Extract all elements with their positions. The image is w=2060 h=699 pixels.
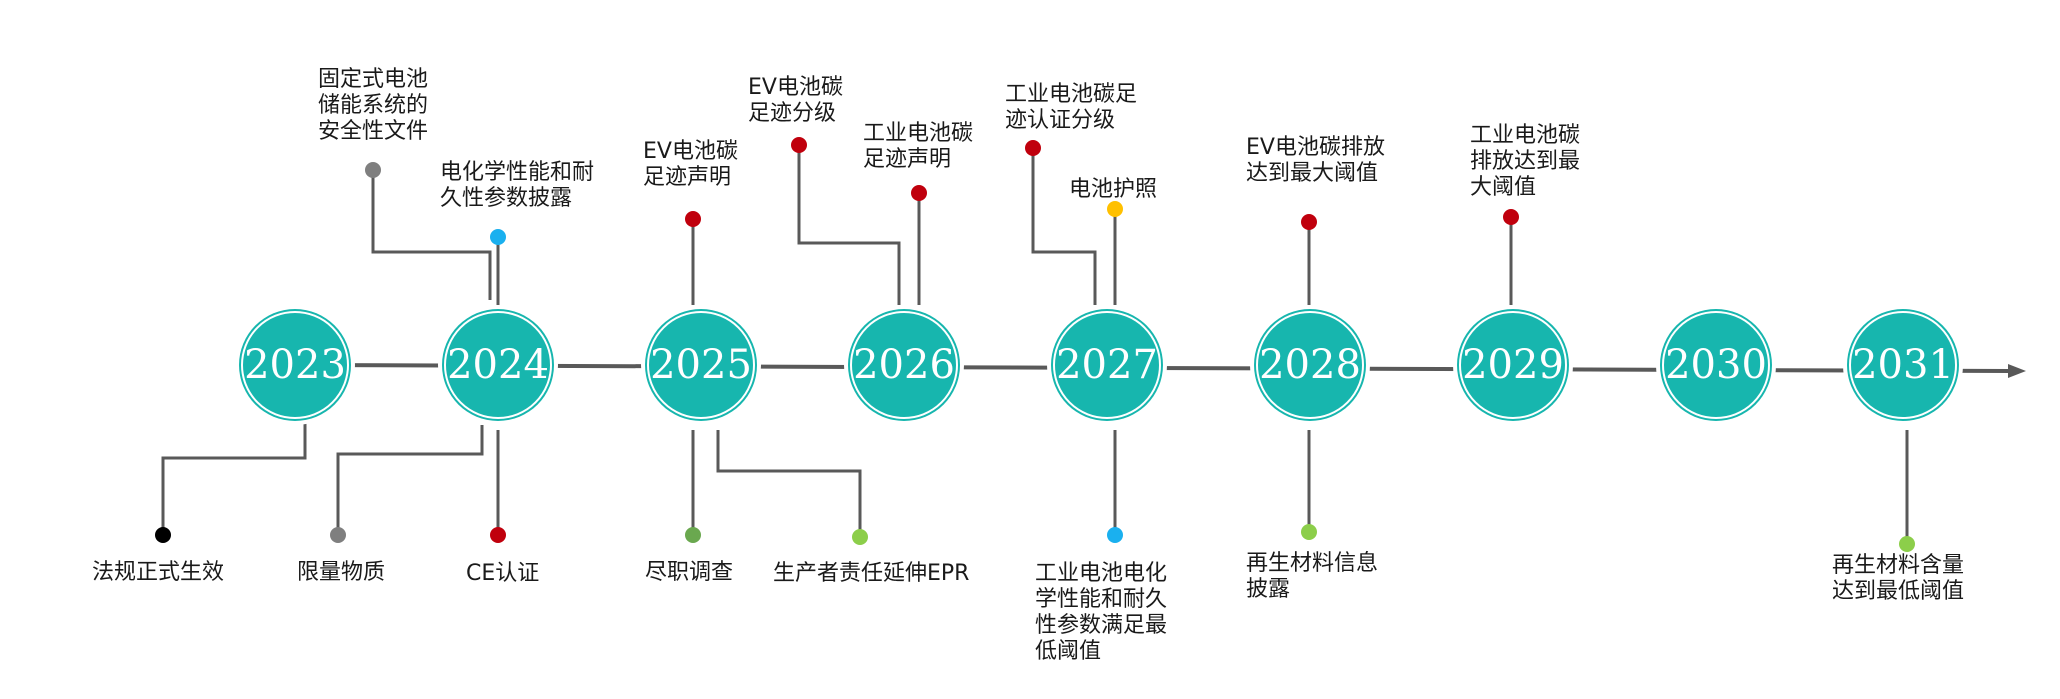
- event-dot-e17: [1899, 536, 1915, 552]
- event-label-e14: EV电池碳排放 达到最大阈值: [1246, 135, 1385, 186]
- year-circle: [1256, 311, 1364, 419]
- event-label-e11: 工业电池碳足 迹认证分级: [1005, 82, 1138, 133]
- year-label: 2027: [1056, 342, 1158, 388]
- event-label-e10: 工业电池碳 足迹声明: [863, 121, 974, 172]
- year-label: 2026: [853, 342, 955, 388]
- event-label-e12: 电池护照: [1069, 177, 1158, 202]
- event-dot-e13: [1107, 527, 1123, 543]
- event-dot-e9: [791, 137, 807, 153]
- connector-e11: [1031, 148, 1097, 305]
- event-label-e5: CE认证: [466, 561, 540, 586]
- year-label: 2030: [1665, 342, 1767, 388]
- connector-e2: [371, 170, 492, 300]
- year-label: 2029: [1462, 342, 1564, 388]
- event-dot-e1: [155, 527, 171, 543]
- year-label: 2028: [1259, 342, 1361, 388]
- event-dot-e14: [1301, 214, 1317, 230]
- event-label-e17: 再生材料含量 达到最低阈值: [1832, 553, 1965, 604]
- event-label-e13: 工业电池电化 学性能和耐久 性参数满足最 低阈值: [1035, 561, 1168, 664]
- year-node-2023: 2023: [235, 305, 355, 425]
- event-label-e8: 生产者责任延伸EPR: [773, 561, 970, 586]
- year-circle: [1849, 311, 1957, 419]
- year-circle: [850, 311, 958, 419]
- event-label-e6: EV电池碳 足迹声明: [643, 139, 738, 190]
- event-label-e4: 电化学性能和耐 久性参数披露: [440, 160, 595, 211]
- connector-e9: [797, 145, 901, 305]
- event-dot-e2: [365, 162, 381, 178]
- year-circle: [444, 311, 552, 419]
- year-circle: [1053, 311, 1161, 419]
- event-dot-e10: [911, 185, 927, 201]
- year-circle: [241, 311, 349, 419]
- connector-e1: [161, 395, 307, 535]
- event-label-e7: 尽职调查: [645, 560, 734, 585]
- event-dot-e11: [1025, 140, 1041, 156]
- event-dot-e7: [685, 527, 701, 543]
- event-dot-e15: [1301, 524, 1317, 540]
- event-label-e15: 再生材料信息 披露: [1246, 551, 1379, 602]
- event-label-e2: 固定式电池 储能系统的 安全性文件: [318, 67, 429, 144]
- year-circle: [1459, 311, 1567, 419]
- event-label-e16: 工业电池碳 排放达到最 大阈值: [1470, 123, 1581, 200]
- timeline-arrowhead: [2008, 364, 2026, 378]
- year-label: 2023: [244, 342, 346, 388]
- year-label: 2024: [447, 342, 549, 388]
- connector-e8: [716, 430, 862, 537]
- event-label-e1: 法规正式生效: [92, 560, 225, 585]
- event-label-e9: EV电池碳 足迹分级: [748, 75, 843, 126]
- year-node-2028: 2028: [1250, 305, 1370, 425]
- year-circle: [647, 311, 755, 419]
- year-label: 2025: [650, 342, 752, 388]
- year-node-2029: 2029: [1453, 305, 1573, 425]
- event-dot-e3: [330, 527, 346, 543]
- event-dot-e4: [490, 229, 506, 245]
- year-circle: [1662, 311, 1770, 419]
- year-node-2025: 2025: [641, 305, 761, 425]
- connector-e3: [336, 425, 484, 535]
- event-dot-e12: [1107, 201, 1123, 217]
- year-label: 2031: [1852, 342, 1954, 388]
- year-node-2031: 2031: [1843, 305, 1963, 425]
- year-node-2030: 2030: [1656, 305, 1776, 425]
- year-node-2027: 2027: [1047, 305, 1167, 425]
- event-label-e3: 限量物质: [297, 560, 386, 585]
- event-dot-e16: [1503, 209, 1519, 225]
- year-node-2024: 2024: [438, 305, 558, 425]
- event-dot-e5: [490, 527, 506, 543]
- event-dot-e8: [852, 529, 868, 545]
- year-node-2026: 2026: [844, 305, 964, 425]
- event-dot-e6: [685, 211, 701, 227]
